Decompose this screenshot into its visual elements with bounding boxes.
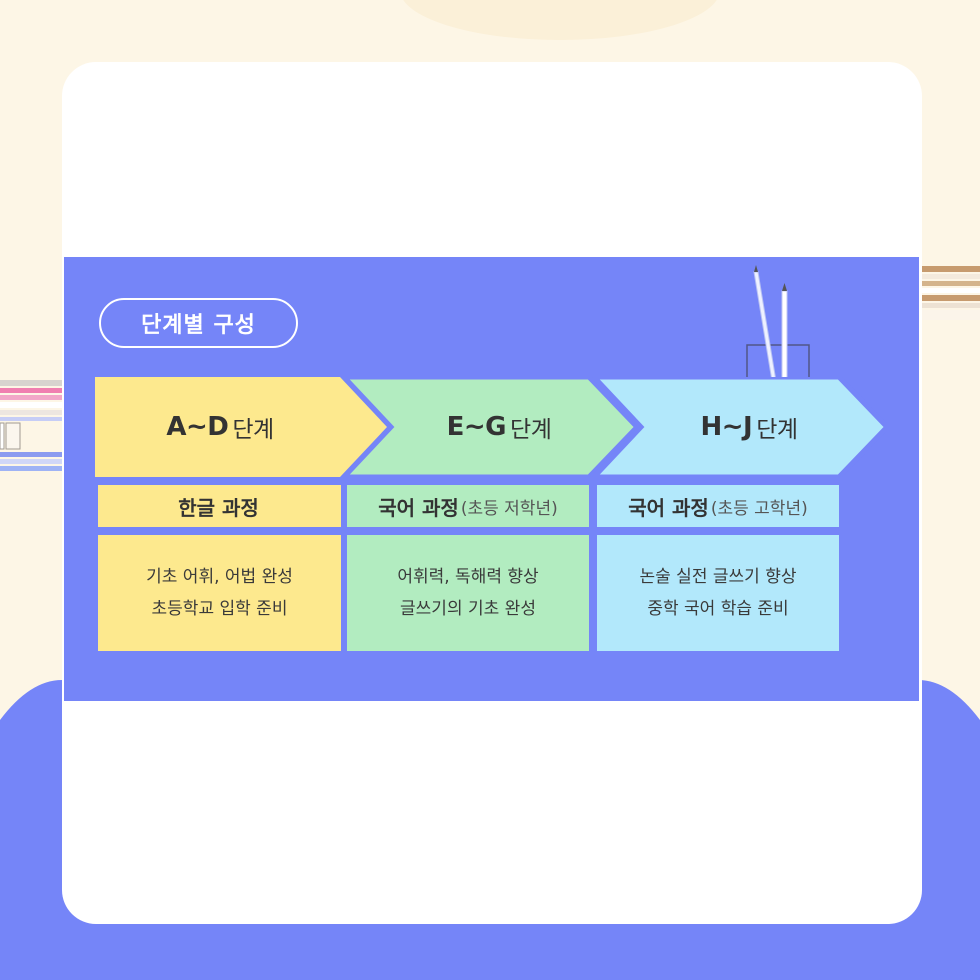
course-detail: (초등 고학년) [710, 498, 808, 519]
right-book-stack-icon [920, 266, 980, 320]
stage-range: E~G [446, 412, 507, 442]
description-line: 기초 어휘, 어법 완성 [146, 567, 293, 587]
course-name: 국어 과정 [378, 495, 459, 520]
stage-range: A~D [166, 412, 229, 442]
stage-description-h-j: 논술 실전 글쓰기 향상 중학 국어 학습 준비 [597, 535, 839, 651]
description-line: 글쓰기의 기초 완성 [400, 599, 536, 619]
course-label-h-j: 국어 과정(초등 고학년) [597, 485, 839, 527]
course-name: 한글 과정 [178, 495, 259, 520]
stage-description-e-g: 어휘력, 독해력 향상 글쓰기의 기초 완성 [347, 535, 589, 651]
description-line: 어휘력, 독해력 향상 [397, 567, 539, 587]
left-book-stack-icon [0, 380, 62, 471]
stage-range: H~J [700, 412, 753, 442]
stage-arrow-h-j [594, 377, 887, 477]
stage-suffix: 단계 [756, 417, 798, 443]
stage-arrow-e-g [344, 377, 637, 477]
banner-title: 단계별 구성 [99, 298, 298, 348]
description-line: 논술 실전 글쓰기 향상 [639, 567, 797, 587]
course-label-a-d: 한글 과정 [98, 485, 341, 527]
stage-suffix: 단계 [510, 417, 552, 443]
stage-arrow-a-d [95, 377, 387, 477]
pencil-cup-icon [746, 265, 810, 380]
course-name: 국어 과정 [628, 495, 709, 520]
course-label-e-g: 국어 과정(초등 저학년) [347, 485, 589, 527]
course-detail: (초등 저학년) [460, 498, 558, 519]
background-glow [400, 0, 720, 40]
stage-suffix: 단계 [232, 417, 274, 443]
stage-description-a-d: 기초 어휘, 어법 완성 초등학교 입학 준비 [98, 535, 341, 651]
description-line: 초등학교 입학 준비 [151, 599, 288, 619]
description-line: 중학 국어 학습 준비 [647, 599, 789, 619]
